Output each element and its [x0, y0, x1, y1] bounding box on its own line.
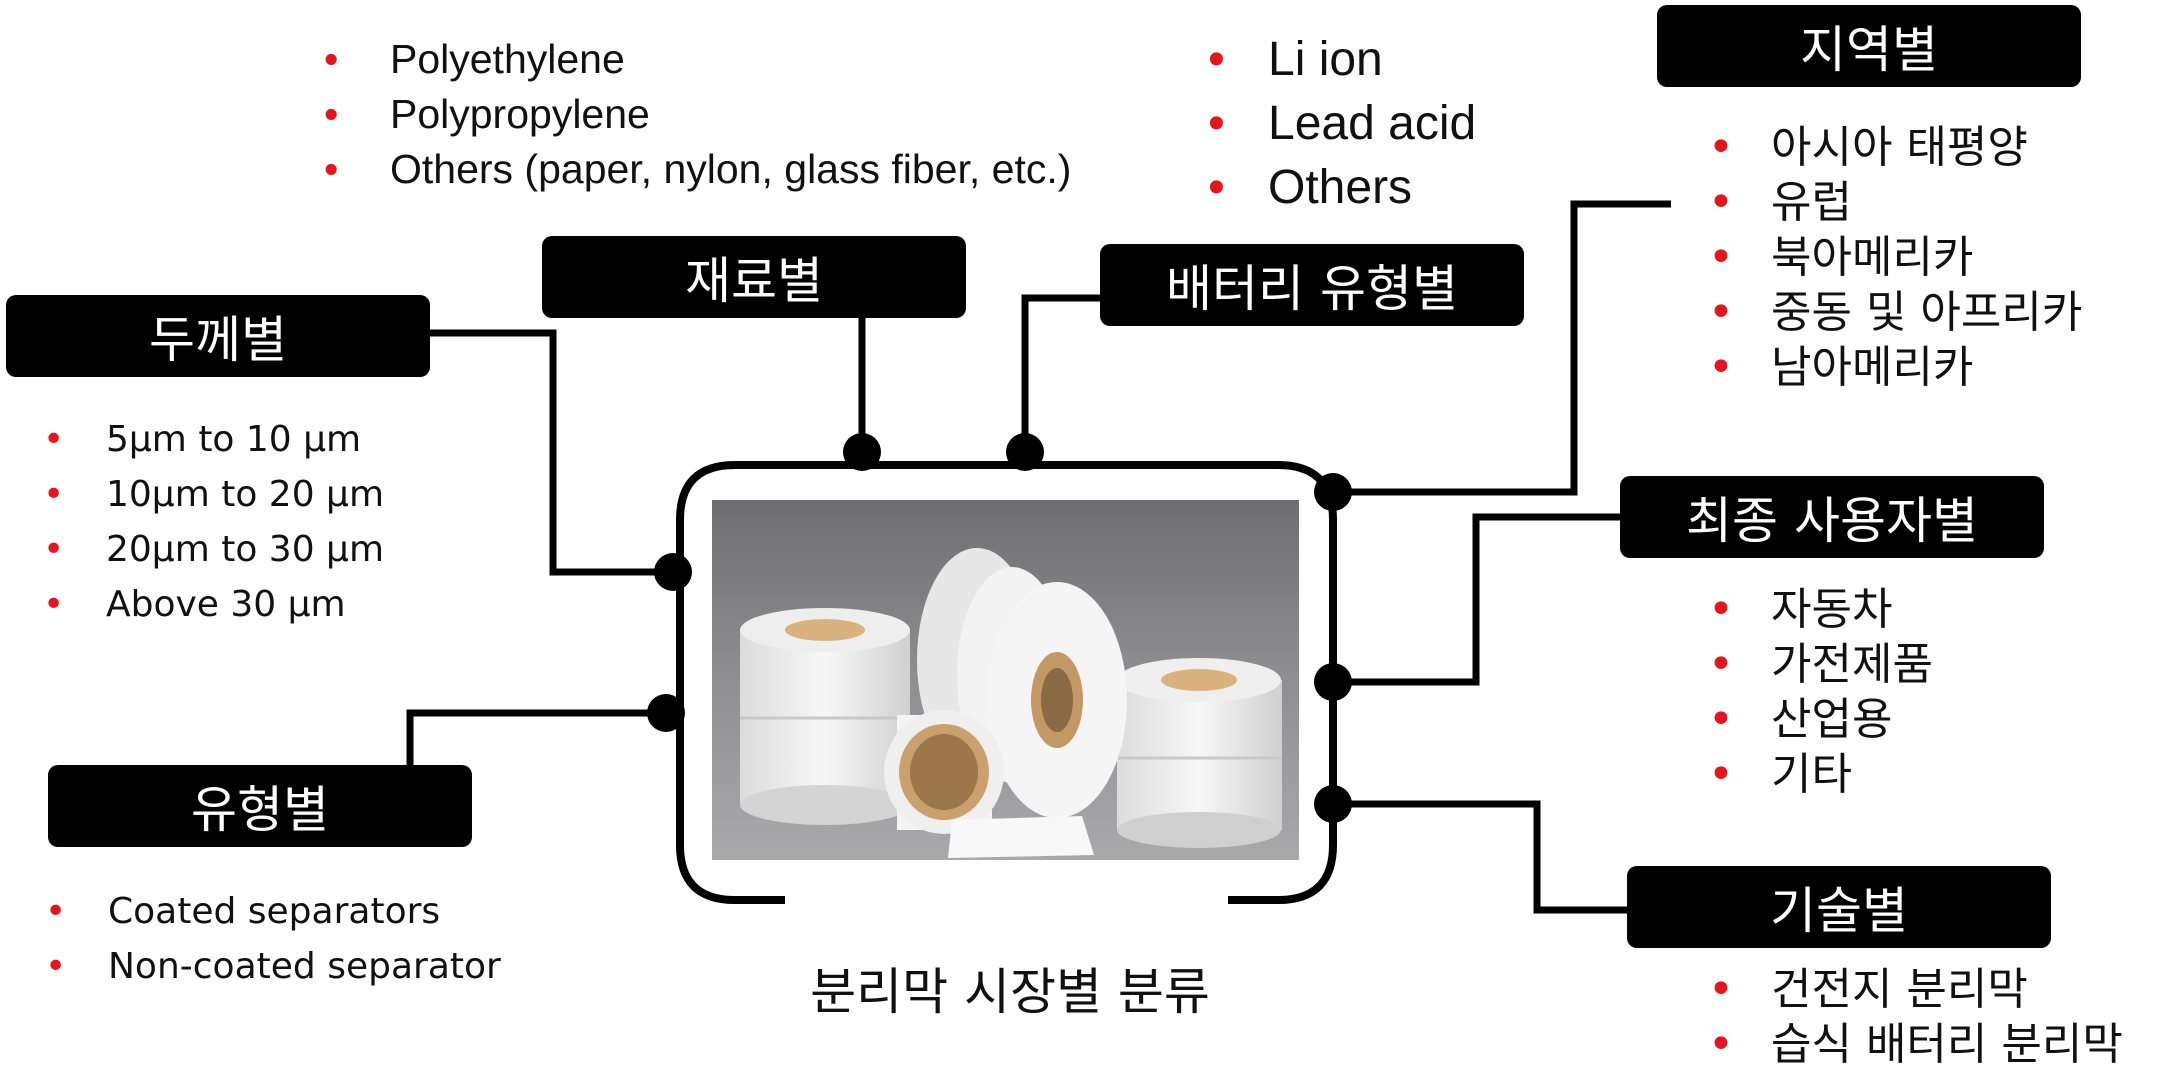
list-item: 가전제품	[1708, 637, 1933, 692]
connector-thickness	[430, 329, 673, 576]
list-item: Non-coated separator	[45, 939, 501, 994]
list-item: Li ion	[1208, 28, 1476, 92]
label-battery-type: 배터리 유형별	[1100, 244, 1524, 326]
list-item: Above 30 µm	[43, 577, 384, 632]
list-battery-type: Li ion Lead acid Others	[1208, 28, 1476, 220]
list-item: 건전지 분리막	[1708, 962, 2123, 1017]
list-item: 10µm to 20 µm	[43, 467, 384, 522]
dot-battery-type	[1006, 433, 1044, 471]
list-item: Polypropylene	[324, 87, 1071, 142]
center-caption: 분리막 시장별 분류	[810, 963, 1210, 1021]
list-material: Polyethylene Polypropylene Others (paper…	[324, 32, 1071, 197]
list-item: 습식 배터리 분리막	[1708, 1017, 2123, 1072]
list-item: 5µm to 10 µm	[43, 412, 384, 467]
list-item: 남아메리카	[1708, 340, 2082, 395]
list-item: 아시아 태평양	[1708, 120, 2082, 175]
list-item: Coated separators	[45, 884, 501, 939]
label-region: 지역별	[1657, 5, 2081, 87]
list-item: 20µm to 30 µm	[43, 522, 384, 577]
label-type: 유형별	[48, 765, 472, 847]
list-item: 중동 및 아프리카	[1708, 285, 2082, 340]
list-item: Polyethylene	[324, 32, 1071, 87]
center-frame	[676, 461, 1337, 904]
label-material: 재료별	[542, 236, 966, 318]
label-end-user: 최종 사용자별	[1620, 476, 2044, 558]
connector-battery-type	[1021, 294, 1105, 452]
connector-type	[406, 709, 666, 766]
separator-rolls-image	[712, 500, 1299, 860]
list-technology: 건전지 분리막 습식 배터리 분리막	[1708, 962, 2123, 1072]
dot-technology	[1314, 785, 1352, 823]
connector-technology	[1345, 800, 1632, 914]
list-type: Coated separators Non-coated separator	[45, 884, 501, 994]
list-item: 유럽	[1708, 175, 2082, 230]
dot-region	[1314, 473, 1352, 511]
list-region: 아시아 태평양 유럽 북아메리카 중동 및 아프리카 남아메리카	[1708, 120, 2082, 395]
dot-type	[647, 694, 685, 732]
dot-end-user	[1314, 663, 1352, 701]
connector-region	[1345, 200, 1671, 496]
dot-thickness	[654, 553, 692, 591]
list-item: 기타	[1708, 747, 1933, 802]
list-item: 자동차	[1708, 582, 1933, 637]
list-item: Others (paper, nylon, glass fiber, etc.)	[324, 142, 1071, 197]
label-technology: 기술별	[1627, 866, 2051, 948]
list-thickness: 5µm to 10 µm 10µm to 20 µm 20µm to 30 µm…	[43, 412, 384, 632]
dot-material	[843, 433, 881, 471]
list-item: 산업용	[1708, 692, 1933, 747]
list-item: 북아메리카	[1708, 230, 2082, 285]
connector-end-user	[1345, 513, 1625, 686]
list-item: Others	[1208, 156, 1476, 220]
label-thickness: 두께별	[6, 295, 430, 377]
list-end-user: 자동차 가전제품 산업용 기타	[1708, 582, 1933, 802]
list-item: Lead acid	[1208, 92, 1476, 156]
